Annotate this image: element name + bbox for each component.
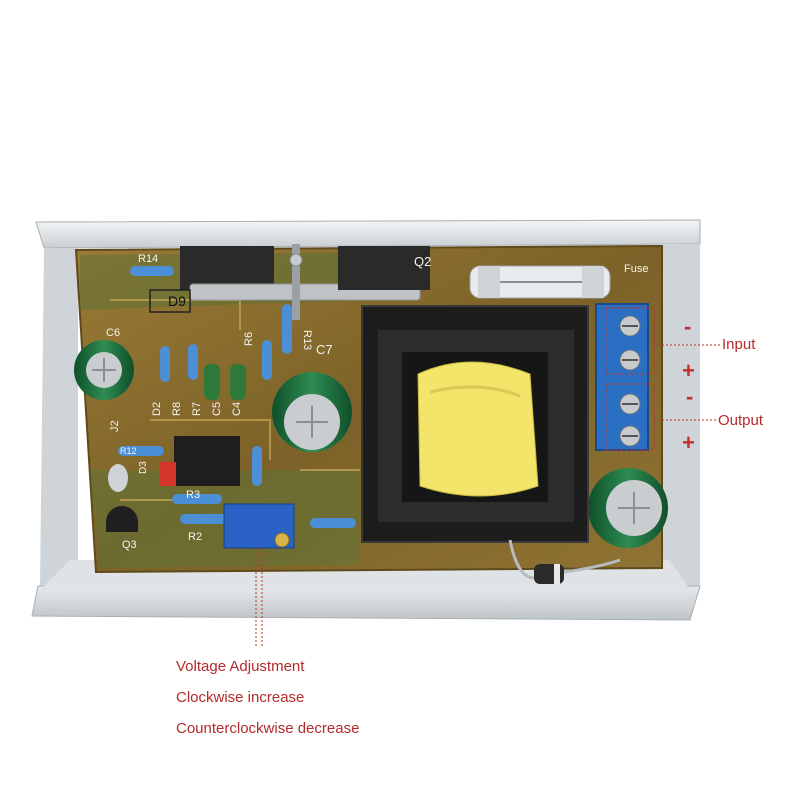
label-r3: R3 [186, 489, 200, 501]
film-capacitors [204, 364, 246, 400]
d3-led [160, 462, 176, 486]
label-fuse: Fuse [624, 263, 648, 275]
terminal-block [595, 303, 655, 451]
label-r8: R8 [171, 402, 183, 416]
label-r13: R13 [301, 330, 313, 350]
q3-transistor [106, 506, 138, 532]
label-c5: C5 [211, 402, 223, 416]
fuse [469, 265, 611, 299]
label-d3: D3 [138, 461, 149, 474]
label-r2: R2 [188, 531, 202, 543]
potentiometer [223, 503, 295, 549]
input-plus-sign: + [682, 358, 695, 383]
transformer [361, 305, 589, 543]
clockwise-increase-text: Clockwise increase [176, 689, 305, 706]
input-minus-sign: - [684, 314, 692, 339]
label-c7: C7 [316, 342, 333, 357]
voltage-adjustment-text: Voltage Adjustment [176, 658, 305, 675]
label-q2: Q2 [414, 254, 431, 269]
j2-component [108, 464, 128, 492]
d9-outline [149, 289, 191, 313]
heatsink [31, 219, 701, 621]
label-r7: R7 [191, 402, 203, 416]
label-q3: Q3 [122, 539, 137, 551]
label-d2: D2 [151, 402, 163, 416]
power-transistors [180, 244, 430, 320]
label-j2: J2 [109, 420, 121, 432]
input-label: Input [722, 336, 756, 353]
annotation-leaders [255, 344, 720, 646]
label-r6: R6 [243, 332, 255, 346]
bottom-diode [508, 539, 621, 584]
output-plus-sign: + [682, 430, 695, 455]
counterclockwise-decrease-text: Counterclockwise decrease [176, 720, 360, 737]
resistors [118, 266, 356, 528]
output-label: Output [718, 412, 764, 429]
label-c6: C6 [106, 327, 120, 339]
output-minus-sign: - [686, 384, 694, 409]
label-c4: C4 [231, 402, 243, 416]
ic-chip [174, 436, 240, 486]
label-r12: R12 [120, 446, 137, 456]
label-d9: D9 [168, 293, 186, 309]
label-r14: R14 [138, 253, 158, 265]
electrolytic-capacitors [74, 340, 668, 548]
